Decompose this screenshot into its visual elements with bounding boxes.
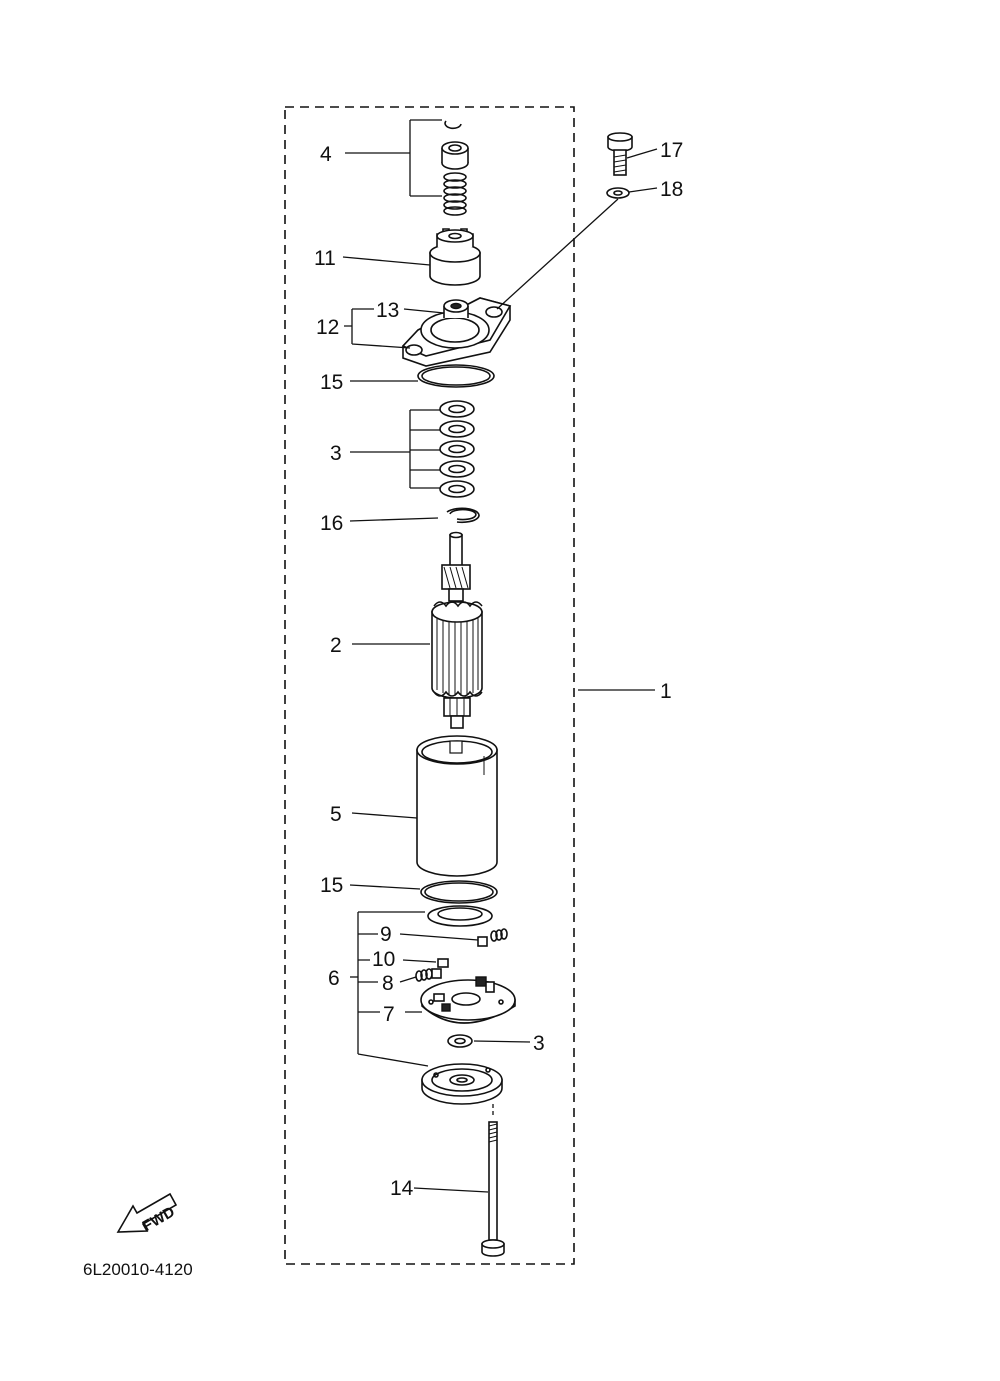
fwd-arrow-icon: FWD: [116, 1192, 178, 1235]
callout-2: 2: [330, 634, 342, 657]
part-4-collar: [441, 141, 469, 170]
callout-11: 11: [314, 247, 336, 270]
callout-10: 10: [372, 948, 395, 971]
callout-15-lower: 15: [320, 874, 343, 897]
part-6-rear-cover: [421, 1063, 503, 1105]
drawing-code: 6L20010-4120: [83, 1260, 193, 1279]
callout-16: 16: [320, 512, 343, 535]
part-12-front-bracket: [401, 297, 512, 367]
part-8-brush-spring: [415, 968, 442, 982]
part-3-washer-stack: [439, 400, 475, 498]
part-4-clip: [444, 120, 462, 130]
part-5-yoke: [416, 735, 498, 877]
callout-13: 13: [376, 299, 399, 322]
part-4-spring: [443, 172, 467, 216]
part-7-brush-holder: [420, 976, 516, 1024]
part-17-bolt: [607, 132, 633, 176]
callout-8: 8: [382, 972, 394, 995]
callout-17: 17: [660, 139, 683, 162]
callout-12: 12: [316, 316, 339, 339]
part-11-pinion: [429, 228, 481, 286]
part-14-through-bolt: [481, 1121, 505, 1257]
assembly-boundary: [284, 106, 575, 1265]
callout-3-lower: 3: [533, 1032, 545, 1055]
callout-1: 1: [660, 680, 672, 703]
part-6-seal-ring: [427, 905, 493, 927]
part-3-washer-lower: [447, 1034, 473, 1048]
callout-9: 9: [380, 923, 392, 946]
callout-5: 5: [330, 803, 342, 826]
callout-7: 7: [383, 1003, 395, 1026]
part-9-brush-spring: [477, 928, 508, 947]
callout-3-upper: 3: [330, 442, 342, 465]
part-2-armature: [431, 531, 483, 729]
callout-6: 6: [328, 967, 340, 990]
part-13-bushing: [443, 299, 469, 318]
part-15-o-ring-upper: [417, 364, 495, 388]
part-18-washer: [606, 187, 630, 199]
part-15-o-ring-lower: [420, 880, 498, 904]
part-16-snap-ring: [446, 507, 480, 524]
part-10-brush: [437, 958, 449, 968]
callout-14: 14: [390, 1177, 414, 1200]
callout-4: 4: [320, 143, 332, 166]
callout-15-upper: 15: [320, 371, 343, 394]
callout-18: 18: [660, 178, 683, 201]
